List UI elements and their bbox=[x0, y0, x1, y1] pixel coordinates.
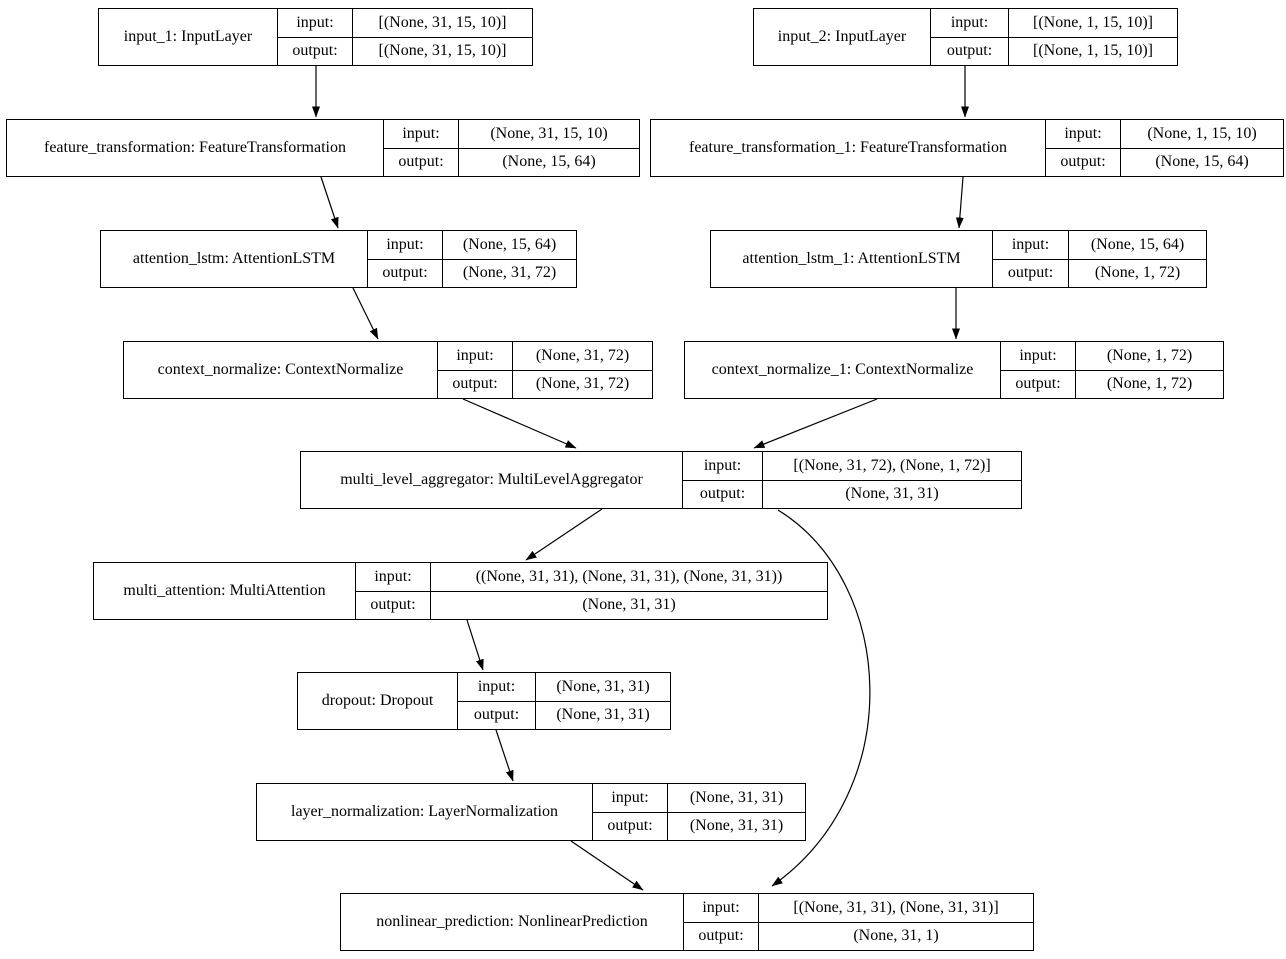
output-label: output: bbox=[683, 480, 763, 508]
layer-title: input_1: InputLayer bbox=[99, 9, 278, 65]
input-shape: ((None, 31, 31), (None, 31, 31), (None, … bbox=[475, 567, 783, 585]
output-label: output: bbox=[458, 701, 536, 729]
layer-node-nonlinear_prediction: nonlinear_prediction: NonlinearPredictio… bbox=[340, 893, 1034, 951]
layer-node-feature_transformation: feature_transformation: FeatureTransform… bbox=[6, 119, 640, 177]
output-label: output: bbox=[593, 812, 668, 840]
edge-feature_transformation-attention_lstm bbox=[320, 176, 339, 229]
output-label: output: bbox=[1046, 148, 1121, 176]
output-shape: (None, 31, 31) bbox=[845, 485, 939, 503]
output-label: output: bbox=[684, 922, 759, 950]
input-label: input: bbox=[931, 9, 1009, 37]
output-shape: (None, 31, 1) bbox=[853, 927, 939, 945]
output-shape: [(None, 31, 15, 10)] bbox=[378, 42, 507, 60]
layer-title: attention_lstm_1: AttentionLSTM bbox=[711, 231, 993, 287]
layer-title: context_normalize_1: ContextNormalize bbox=[685, 342, 1001, 398]
input-label: input: bbox=[684, 894, 759, 922]
edge-multi_level_aggregator-multi_attention bbox=[525, 508, 603, 561]
edge-multi_attention-dropout bbox=[466, 619, 484, 671]
input-shape: (None, 31, 72) bbox=[535, 346, 630, 364]
input-label: input: bbox=[1046, 120, 1121, 148]
layer-node-feature_transformation_1: feature_transformation_1: FeatureTransfo… bbox=[650, 119, 1284, 177]
input-shape: (None, 31, 31) bbox=[689, 788, 784, 806]
input-label: input: bbox=[278, 9, 353, 37]
layer-node-multi_attention: multi_attention: MultiAttention input: (… bbox=[93, 562, 828, 620]
input-label: input: bbox=[438, 342, 513, 370]
layer-node-attention_lstm: attention_lstm: AttentionLSTM input: (No… bbox=[100, 230, 577, 288]
layer-title: multi_level_aggregator: MultiLevelAggreg… bbox=[301, 452, 683, 508]
output-label: output: bbox=[931, 37, 1009, 65]
output-shape: (None, 15, 64) bbox=[1155, 153, 1249, 171]
input-label: input: bbox=[993, 231, 1069, 259]
input-shape: (None, 31, 31) bbox=[556, 677, 650, 695]
layer-node-dropout: dropout: Dropout input: (None, 31, 31) o… bbox=[297, 672, 671, 730]
layer-title: feature_transformation: FeatureTransform… bbox=[7, 120, 384, 176]
input-label: input: bbox=[1001, 342, 1076, 370]
layer-node-context_normalize: context_normalize: ContextNormalize inpu… bbox=[123, 341, 653, 399]
layer-title: multi_attention: MultiAttention bbox=[94, 563, 356, 619]
input-label: input: bbox=[593, 784, 668, 812]
input-shape: (None, 1, 72) bbox=[1106, 346, 1193, 364]
layer-node-multi_level_aggregator: multi_level_aggregator: MultiLevelAggreg… bbox=[300, 451, 1022, 509]
output-label: output: bbox=[356, 591, 431, 619]
layer-title: nonlinear_prediction: NonlinearPredictio… bbox=[341, 894, 684, 950]
edge-context_normalize-multi_level_aggregator bbox=[462, 398, 577, 449]
input-shape: [(None, 31, 72), (None, 1, 72)] bbox=[793, 456, 991, 474]
input-shape: (None, 15, 64) bbox=[1090, 235, 1185, 253]
input-label: input: bbox=[683, 452, 763, 480]
input-label: input: bbox=[356, 563, 431, 591]
input-shape: (None, 15, 64) bbox=[462, 235, 557, 253]
output-shape: (None, 15, 64) bbox=[502, 153, 596, 171]
layer-title: attention_lstm: AttentionLSTM bbox=[101, 231, 368, 287]
edge-dropout-layer_normalization bbox=[495, 729, 514, 782]
layer-node-input_1: input_1: InputLayer input: [(None, 31, 1… bbox=[98, 8, 533, 66]
input-shape: [(None, 31, 15, 10)] bbox=[378, 13, 507, 31]
output-label: output: bbox=[1001, 370, 1076, 398]
input-shape: (None, 1, 15, 10) bbox=[1147, 124, 1257, 142]
output-shape: [(None, 1, 15, 10)] bbox=[1033, 42, 1153, 60]
layer-node-attention_lstm_1: attention_lstm_1: AttentionLSTM input: (… bbox=[710, 230, 1207, 288]
layer-node-context_normalize_1: context_normalize_1: ContextNormalize in… bbox=[684, 341, 1224, 399]
edge-context_normalize_1-multi_level_aggregator bbox=[753, 398, 878, 449]
output-label: output: bbox=[993, 259, 1069, 287]
output-label: output: bbox=[438, 370, 513, 398]
output-shape: (None, 31, 31) bbox=[582, 596, 676, 614]
layer-title: context_normalize: ContextNormalize bbox=[124, 342, 438, 398]
edge-attention_lstm-context_normalize bbox=[352, 287, 379, 340]
layer-node-layer_normalization: layer_normalization: LayerNormalization … bbox=[256, 783, 806, 841]
output-shape: (None, 31, 72) bbox=[535, 375, 630, 393]
input-shape: (None, 31, 15, 10) bbox=[490, 124, 608, 142]
output-label: output: bbox=[384, 148, 459, 176]
input-shape: [(None, 31, 31), (None, 31, 31)] bbox=[793, 898, 999, 916]
output-shape: (None, 1, 72) bbox=[1094, 264, 1181, 282]
output-shape: (None, 1, 72) bbox=[1106, 375, 1193, 393]
input-shape: [(None, 1, 15, 10)] bbox=[1033, 13, 1153, 31]
layer-node-input_2: input_2: InputLayer input: [(None, 1, 15… bbox=[753, 8, 1178, 66]
output-shape: (None, 31, 31) bbox=[689, 817, 784, 835]
layer-title: input_2: InputLayer bbox=[754, 9, 931, 65]
layer-title: dropout: Dropout bbox=[298, 673, 458, 729]
edge-multi_level_aggregator-nonlinear_prediction bbox=[771, 509, 871, 887]
input-label: input: bbox=[458, 673, 536, 701]
input-label: input: bbox=[368, 231, 443, 259]
input-label: input: bbox=[384, 120, 459, 148]
layer-title: layer_normalization: LayerNormalization bbox=[257, 784, 593, 840]
output-label: output: bbox=[368, 259, 443, 287]
layer-title: feature_transformation_1: FeatureTransfo… bbox=[651, 120, 1046, 176]
edge-layer_normalization-nonlinear_prediction bbox=[570, 840, 644, 891]
output-shape: (None, 31, 31) bbox=[556, 706, 650, 724]
edge-feature_transformation_1-attention_lstm_1 bbox=[955, 176, 964, 229]
output-shape: (None, 31, 72) bbox=[462, 264, 557, 282]
output-label: output: bbox=[278, 37, 353, 65]
